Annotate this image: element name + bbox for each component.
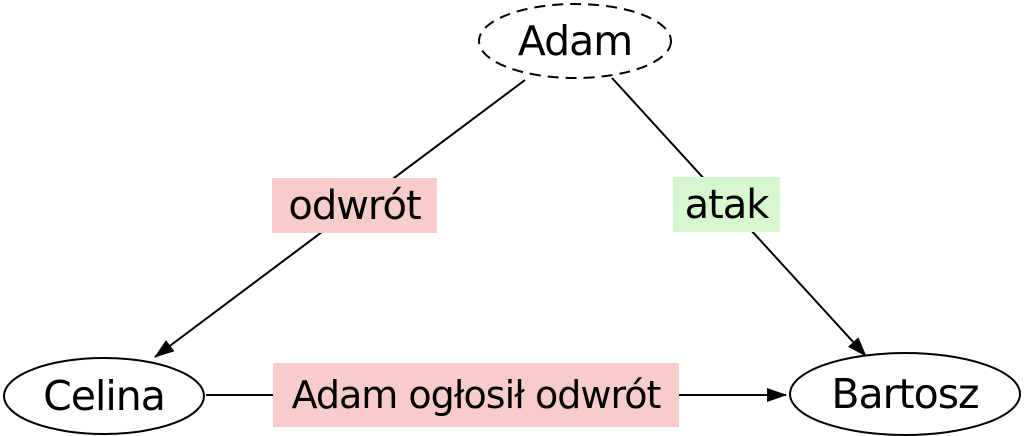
edge-label-adam-oglosil-odwrot: Adam ogłosił odwrót: [273, 363, 679, 427]
node-celina-label: Celina: [43, 371, 166, 420]
node-bartosz-label: Bartosz: [831, 369, 979, 418]
edge-label-atak: atak: [673, 177, 780, 232]
edge-label-odwrot: odwrót: [272, 178, 437, 233]
node-bartosz-ellipse: [789, 352, 1021, 436]
node-celina-ellipse: [3, 357, 205, 435]
node-adam-label: Adam: [517, 16, 633, 65]
node-adam-ellipse: [478, 3, 672, 79]
